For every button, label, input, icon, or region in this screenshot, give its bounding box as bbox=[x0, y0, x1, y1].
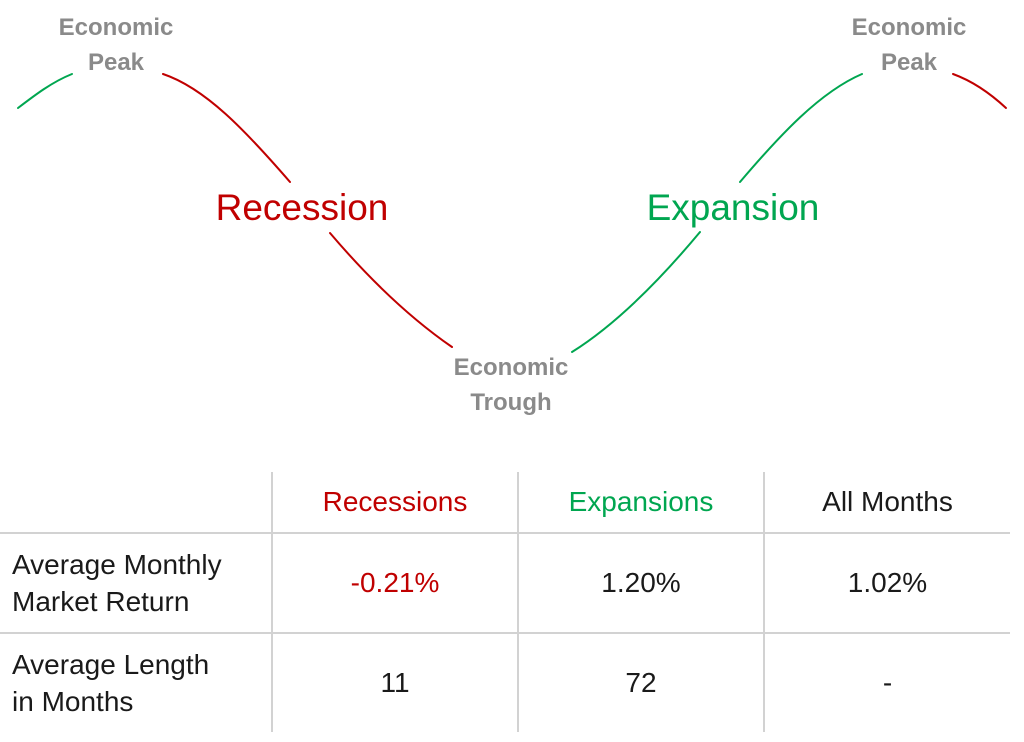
row-label-line: Average Monthly bbox=[12, 549, 222, 580]
row-label-line: Average Length bbox=[12, 649, 210, 680]
monthly-return-recessions: -0.21% bbox=[271, 533, 518, 634]
table-row: Average Length in Months 11 72 - bbox=[0, 633, 1010, 732]
left-peak-line2: Peak bbox=[88, 49, 145, 76]
length-all-months: - bbox=[763, 633, 1010, 732]
expansion-phase-label: Expansion bbox=[647, 187, 820, 228]
header-all-months: All Months bbox=[763, 472, 1010, 534]
expansion-curve-lower bbox=[571, 231, 701, 353]
right-peak-line2: Peak bbox=[881, 49, 938, 76]
recession-phase-label: Recession bbox=[216, 187, 389, 228]
right-peak-line1: Economic bbox=[852, 14, 967, 41]
left-peak-line1: Economic bbox=[59, 14, 174, 41]
row-label-line: Market Return bbox=[12, 586, 190, 617]
business-cycle-diagram: Economic Peak Economic Peak Economic Tro… bbox=[17, 14, 1007, 416]
table-header-row: Recessions Expansions All Months bbox=[0, 472, 1010, 534]
recession-curve-upper bbox=[162, 73, 291, 183]
length-recessions: 11 bbox=[271, 633, 518, 732]
table-row: Average Monthly Market Return -0.21% 1.2… bbox=[0, 533, 1010, 634]
expansion-curve-left bbox=[17, 73, 73, 109]
header-expansions: Expansions bbox=[517, 472, 764, 534]
left-peak-label: Economic Peak bbox=[59, 14, 174, 76]
trough-line2: Trough bbox=[470, 389, 551, 416]
length-expansions: 72 bbox=[517, 633, 764, 732]
row-label-line: in Months bbox=[12, 686, 134, 717]
recession-curve-right bbox=[952, 73, 1007, 109]
header-recessions: Recessions bbox=[271, 472, 518, 534]
recession-curve-lower bbox=[329, 232, 453, 348]
trough-line1: Economic bbox=[454, 354, 569, 381]
monthly-return-all-months: 1.02% bbox=[763, 533, 1010, 634]
header-corner-cell bbox=[0, 472, 272, 534]
trough-label: Economic Trough bbox=[454, 354, 569, 416]
cycle-statistics-table: Recessions Expansions All Months Average… bbox=[0, 472, 1010, 732]
row-label-monthly-return: Average Monthly Market Return bbox=[0, 533, 272, 634]
expansion-curve-upper bbox=[739, 73, 863, 183]
row-label-length: Average Length in Months bbox=[0, 633, 272, 732]
monthly-return-expansions: 1.20% bbox=[517, 533, 764, 634]
right-peak-label: Economic Peak bbox=[852, 14, 967, 76]
